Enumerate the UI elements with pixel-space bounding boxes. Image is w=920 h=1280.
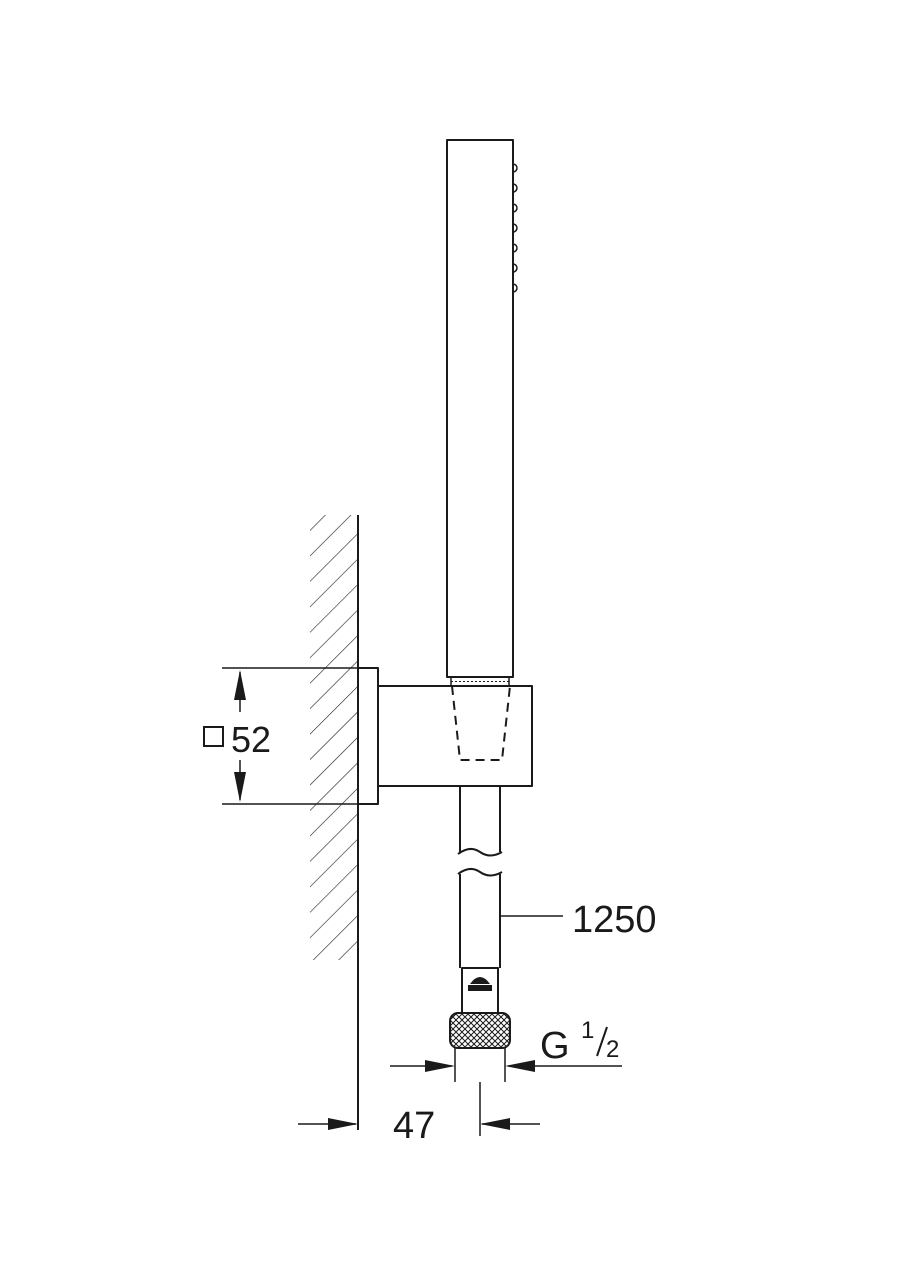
square-icon	[203, 726, 224, 747]
holder-body	[377, 685, 533, 787]
dimension-52-lines	[222, 667, 358, 805]
connector-lines	[454, 1048, 506, 1082]
thread-letter: G	[540, 1025, 570, 1067]
hose-lower	[457, 868, 503, 968]
dimension-52-label: 52	[231, 719, 271, 760]
dimension-1250-label: 1250	[572, 899, 657, 941]
dimension-47-label: 47	[393, 1105, 435, 1147]
thread-label: G 1 2	[540, 1017, 619, 1067]
thread-numerator: 1	[581, 1017, 594, 1044]
wall-hatch	[310, 515, 358, 960]
logo-icon	[468, 977, 492, 991]
dimension-47-lines	[298, 1082, 540, 1136]
dimension-thread-lines	[390, 1060, 622, 1072]
thread-fraction-slash	[596, 1026, 608, 1057]
thread-denominator: 2	[606, 1036, 619, 1063]
hand-shower	[446, 139, 518, 687]
knurled-nut	[449, 1012, 511, 1049]
hose-upper	[457, 786, 503, 857]
holder-conical-seat	[451, 685, 511, 761]
spray-nozzles	[512, 163, 518, 293]
wall-plate	[357, 667, 379, 805]
wall	[310, 515, 359, 1130]
